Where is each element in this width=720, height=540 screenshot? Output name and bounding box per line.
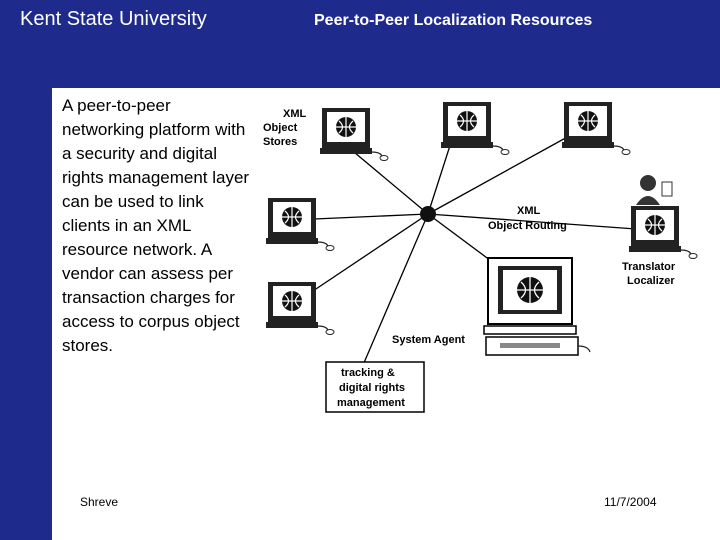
xml-stores-label-1: XML [283,108,307,120]
router-hub-icon [420,206,436,222]
routing-label-1: XML [517,205,541,217]
university-title: Kent State University [20,8,207,30]
tracking-label-1: tracking & [341,367,395,379]
tracking-label-3: management [337,397,405,409]
body-paragraph: A peer-to-peer networking platform with … [62,96,250,355]
slide-title: Peer-to-Peer Localization Resources [314,12,593,29]
translator-label-2: Localizer [627,275,675,287]
tracking-label-2: digital rights [339,382,405,394]
translator-label-1: Translator [622,261,676,273]
content-area [52,88,720,540]
object-store-computer-icon [319,107,389,162]
xml-stores-label-2: Object [263,122,298,134]
network-lines [291,129,651,373]
peer-computer-icon-1 [440,101,510,156]
system-agent-workstation-icon [483,257,591,356]
translator-person-icon [636,175,673,205]
footer-author: Shreve [80,495,119,509]
peer-computer-icon-2 [561,101,631,156]
peer-computer-icon-3 [265,197,335,252]
peer-computer-icon-4 [265,281,335,336]
xml-stores-label-3: Stores [263,136,297,148]
routing-label-2: Object Routing [488,220,567,232]
tracking-box [325,361,425,413]
system-agent-label: System Agent [392,334,465,346]
footer-date: 11/7/2004 [604,495,657,509]
translator-computer-icon [628,205,698,260]
